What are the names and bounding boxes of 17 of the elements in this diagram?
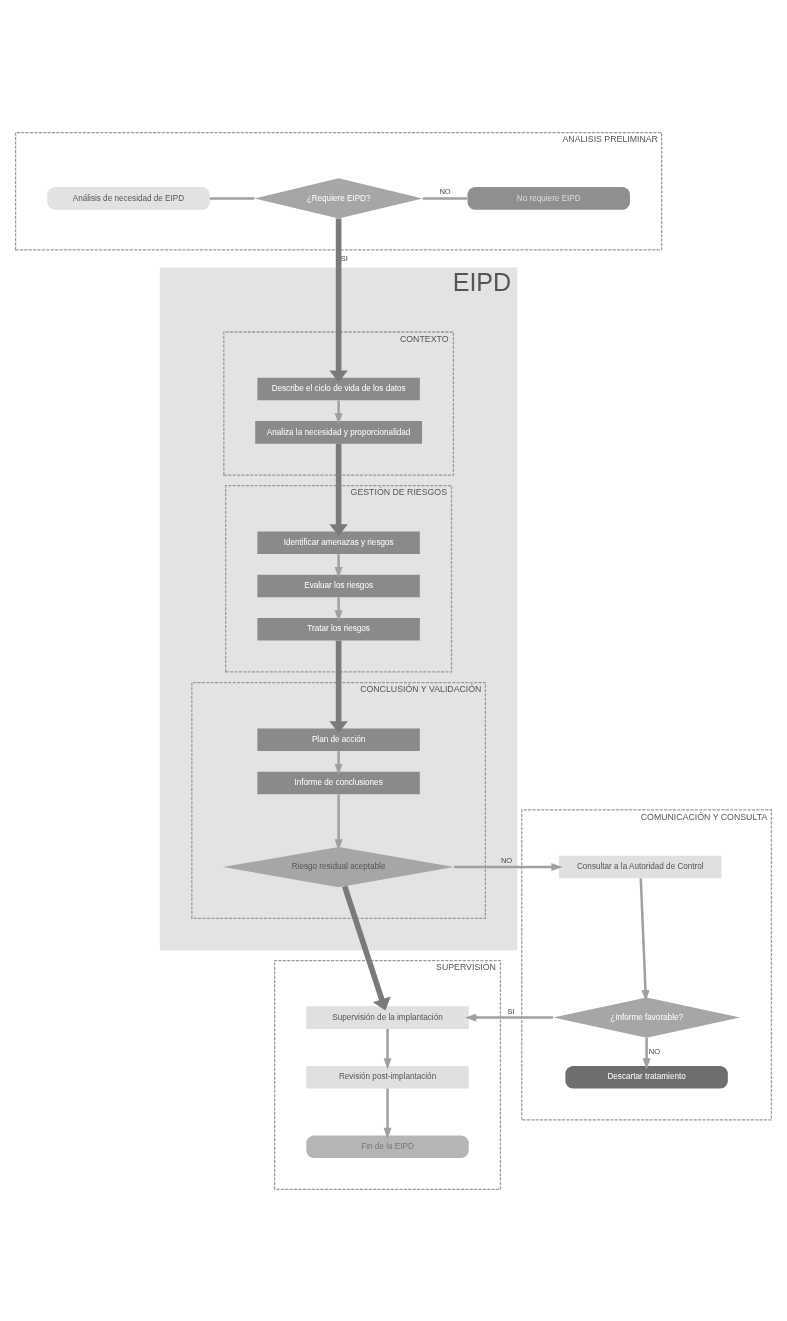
- arrow: [465, 1013, 553, 1022]
- arrow: [334, 750, 343, 775]
- arrow: [639, 877, 650, 1001]
- arrow: [329, 640, 348, 733]
- arrow: [342, 884, 391, 1011]
- arrow: [329, 218, 348, 382]
- arrow: [334, 597, 343, 622]
- arrow: [334, 400, 343, 425]
- arrow: [642, 1037, 651, 1070]
- arrow: [329, 443, 348, 536]
- connector: [209, 196, 255, 200]
- arrow: [383, 1088, 392, 1139]
- connector: [422, 196, 468, 200]
- arrow: [454, 862, 563, 871]
- arrow: [334, 553, 343, 578]
- arrow: [383, 1028, 392, 1070]
- arrow: [334, 793, 343, 851]
